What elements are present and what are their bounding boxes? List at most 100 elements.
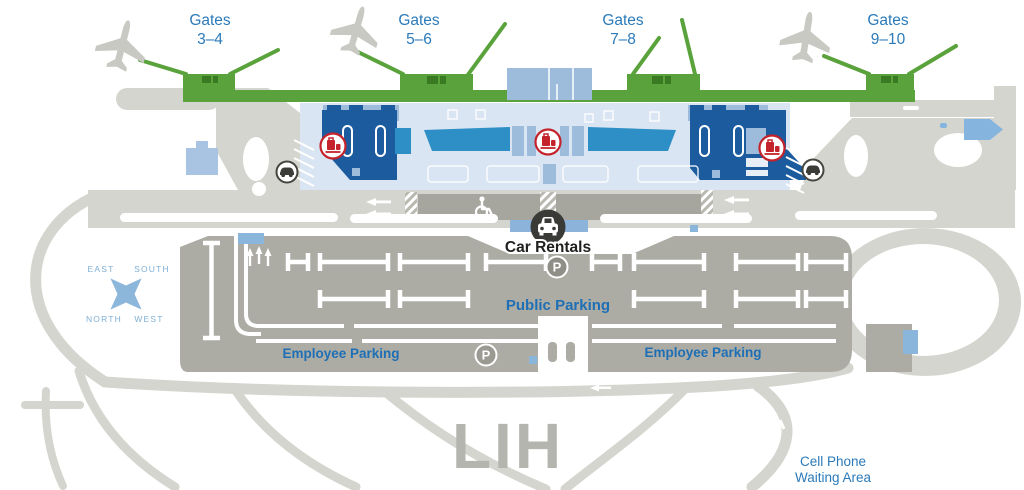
ramp-stripes-east [785, 147, 805, 194]
parking-east-building [903, 330, 918, 354]
accessible-parking-icon [474, 196, 494, 219]
employee-parking-label-left: Employee Parking [282, 346, 399, 361]
roundabout-island [243, 137, 269, 181]
baggage-claim-icon-west [319, 132, 347, 160]
north-service-road [850, 100, 1015, 117]
shuttle-icon-east [801, 158, 825, 182]
lane-separator-islands [120, 211, 937, 223]
terminal [186, 68, 806, 194]
airplane-icon [326, 0, 387, 60]
parking-symbol: P [482, 348, 491, 363]
toll-plaza-gap [538, 316, 588, 372]
compass-label-south: SOUTH [134, 264, 170, 274]
compass-label-north: NORTH [86, 314, 122, 324]
parking-lane-curve [234, 231, 261, 336]
cell-phone-waiting-area-label: Cell Phone Waiting Area [795, 454, 872, 485]
exit-lane-arrow [545, 326, 573, 336]
east-building-room [746, 158, 768, 167]
compass-rose: EAST SOUTH NORTH WEST [86, 264, 170, 324]
compass-star [110, 278, 142, 310]
public-parking-label: Public Parking [506, 297, 610, 314]
gate-range: 3–4 [197, 31, 223, 48]
gate-name: Gates [189, 12, 231, 29]
perimeter-roads [21, 190, 854, 490]
exit-arrow-marker [964, 119, 1003, 140]
car-rentals-icon [530, 209, 566, 245]
compass-label-west: WEST [134, 314, 163, 324]
airport-code-label: LIH [452, 410, 564, 482]
gate-label-9-10: Gates 9–10 [867, 12, 909, 48]
floor-outlines [427, 109, 699, 183]
jet-bridges [138, 18, 958, 78]
car-rentals-label: Car Rentals [505, 239, 591, 256]
jet-bridge [822, 54, 871, 76]
ticket-counter-east [588, 127, 676, 151]
crosswalk-east [701, 188, 713, 218]
center-kiosks [512, 126, 584, 184]
map-icons: Car Rentals [275, 128, 825, 258]
jet-bridge [631, 36, 661, 76]
parking-icon-1: P [545, 255, 569, 279]
parking-icon-2: P [474, 343, 498, 367]
road-network [21, 86, 1021, 490]
toll-booth [548, 342, 557, 362]
gate-range: 7–8 [610, 31, 636, 48]
ticket-counter-west [424, 127, 510, 151]
road-dash [903, 106, 919, 110]
small-blue-marker [690, 225, 698, 232]
parking-blue-marker [529, 356, 537, 364]
jet-bridge [680, 18, 697, 76]
cell-phone-label-line2: Waiting Area [795, 470, 872, 485]
west-building-door [352, 168, 360, 176]
gate-name: Gates [867, 12, 909, 29]
east-building-door [712, 170, 720, 178]
parking-entry-shelter [238, 233, 264, 244]
center-building-seams [548, 68, 574, 100]
compass-label-east: EAST [87, 264, 114, 274]
airplane-icon [91, 14, 153, 76]
jet-bridge [465, 22, 507, 78]
ticket-counter-end [395, 128, 411, 154]
baggage-claim-icon-center [534, 128, 562, 156]
jet-bridge [228, 48, 280, 76]
parking-lot [180, 236, 852, 372]
jet-bridge [907, 44, 958, 76]
toll-booth [566, 342, 575, 362]
gate-labels: Gates 3–4 Gates 5–6 Gates 7–8 Gates 9–10 [189, 12, 909, 48]
cell-phone-label-line1: Cell Phone [800, 454, 866, 469]
parking-area: P P Public Parking Employee Parking Empl… [180, 231, 918, 372]
gate-range: 9–10 [871, 31, 906, 48]
toll-plaza [545, 326, 575, 362]
cell-phone-road [746, 380, 793, 490]
parking-entry-arrows [246, 246, 272, 266]
roundabout-island-small [252, 182, 266, 196]
east-junction-island [844, 135, 868, 177]
east-loop-island [934, 133, 982, 167]
gate-label-5-6: Gates 5–6 [398, 12, 440, 48]
gate-range: 5–6 [406, 31, 432, 48]
jet-bridge [356, 50, 405, 76]
cell-phone-road-dashes [769, 419, 786, 451]
road-arrow-left-1 [366, 198, 391, 206]
road-arrow-right-1 [724, 196, 749, 204]
gate-label-3-4: Gates 3–4 [189, 12, 231, 48]
gate-name: Gates [602, 12, 644, 29]
employee-parking-label-right: Employee Parking [644, 345, 761, 360]
east-building-room [746, 170, 768, 176]
parking-row-1 [285, 253, 849, 271]
small-blue-dot [940, 123, 947, 128]
shuttle-icon-west [275, 160, 299, 184]
road-arrow-bottom [590, 384, 611, 392]
jet-bridge [138, 58, 188, 76]
parking-row-2 [317, 290, 849, 308]
parking-symbol: P [553, 260, 562, 275]
crosswalk-west [405, 192, 417, 220]
gate-name: Gates [398, 12, 440, 29]
parking-row-dividers [203, 231, 849, 343]
gate-equipment [202, 76, 898, 84]
heliport-building [186, 141, 218, 175]
gate-label-7-8: Gates 7–8 [602, 12, 644, 48]
gate-block-7-8 [627, 74, 700, 102]
